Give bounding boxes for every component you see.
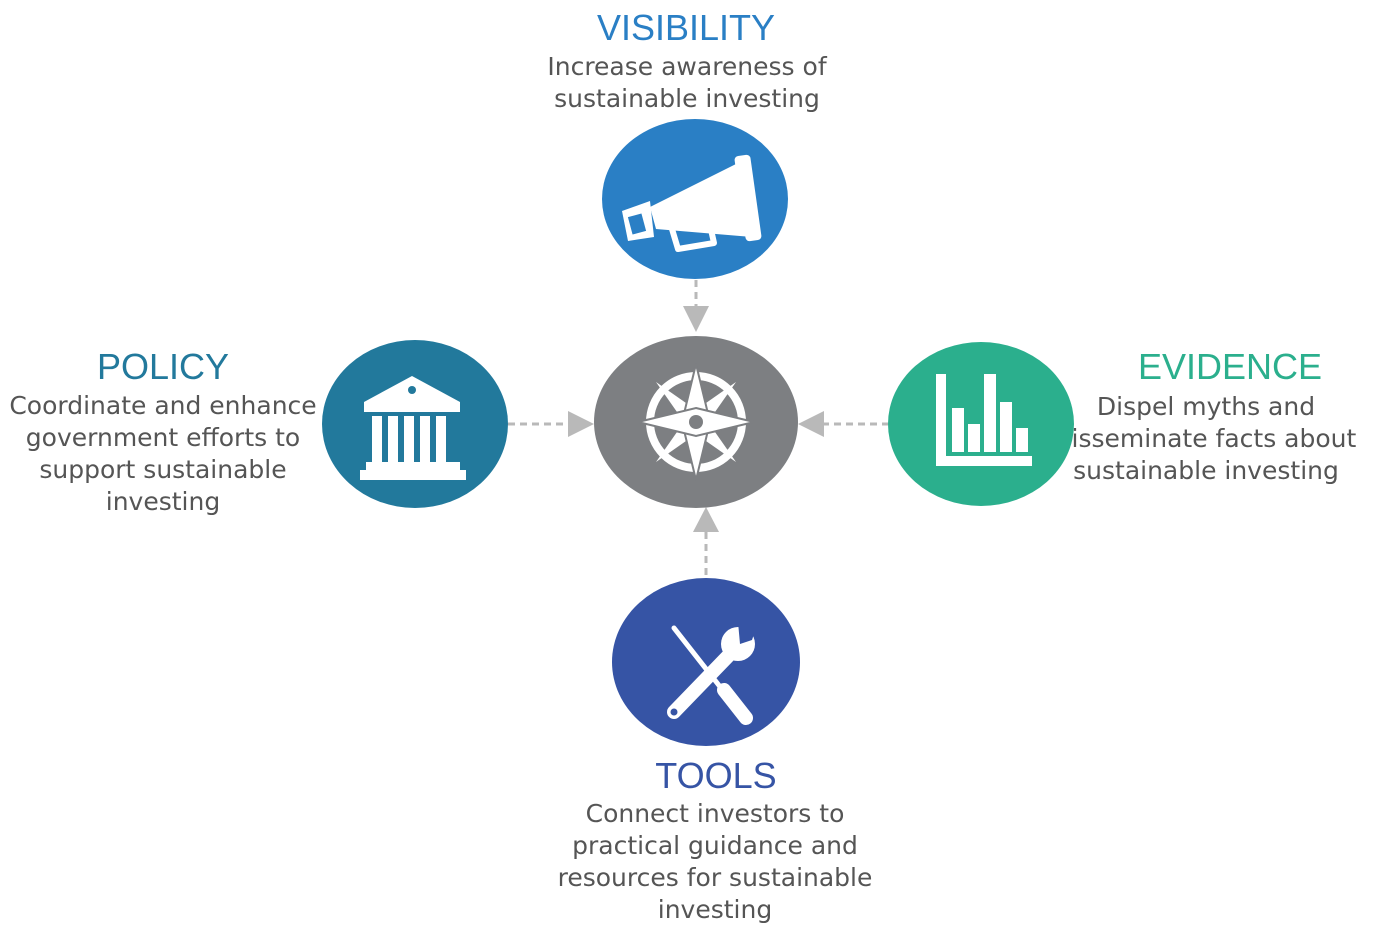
visibility-description: Increase awareness of sustainable invest… xyxy=(487,51,887,115)
megaphone-icon xyxy=(622,154,762,252)
evidence-node xyxy=(888,342,1074,506)
arrowhead xyxy=(568,411,594,437)
tools-description-line: practical guidance and xyxy=(572,831,858,860)
evidence-description: Dispel myths and disseminate facts about… xyxy=(1016,391,1396,487)
arrowhead xyxy=(693,507,719,532)
visibility-title: VISIBILITY xyxy=(596,7,776,48)
arrowhead xyxy=(798,411,824,437)
visibility-node xyxy=(602,119,788,279)
visibility-description-line: Increase awareness of xyxy=(547,52,827,81)
tools-icon xyxy=(667,622,758,725)
tools-description-line: resources for sustainable xyxy=(557,863,873,892)
bar-chart-icon xyxy=(936,374,1032,466)
policy-description-line: Coordinate and enhance xyxy=(9,391,317,420)
policy-description-line: support sustainable xyxy=(39,455,287,484)
tools-description: Connect investors to practical guidance … xyxy=(515,798,915,926)
policy-node xyxy=(322,340,508,508)
policy-description: Coordinate and enhance government effort… xyxy=(0,390,363,518)
tools-description-line: investing xyxy=(657,895,773,924)
arrow-visibility-to-center xyxy=(683,280,709,332)
arrow-evidence-to-center xyxy=(798,411,888,437)
evidence-description-line: disseminate facts about xyxy=(1055,424,1357,453)
compass-icon xyxy=(637,363,755,481)
government-building-icon xyxy=(360,376,466,480)
policy-title: POLICY xyxy=(96,346,230,387)
arrow-tools-to-center xyxy=(693,507,719,578)
evidence-description-line: sustainable investing xyxy=(1073,456,1339,485)
center-compass-node xyxy=(594,336,798,508)
visibility-description-line: sustainable investing xyxy=(554,84,820,113)
arrowhead xyxy=(683,306,709,332)
policy-description-line: investing xyxy=(105,487,221,516)
tools-description-line: Connect investors to xyxy=(585,799,845,828)
evidence-title: EVIDENCE xyxy=(1137,346,1323,387)
tools-node xyxy=(612,578,800,746)
arrow-policy-to-center xyxy=(508,411,594,437)
tools-title: TOOLS xyxy=(655,755,777,796)
policy-description-line: government efforts to xyxy=(25,423,301,452)
evidence-description-line: Dispel myths and xyxy=(1096,392,1316,421)
